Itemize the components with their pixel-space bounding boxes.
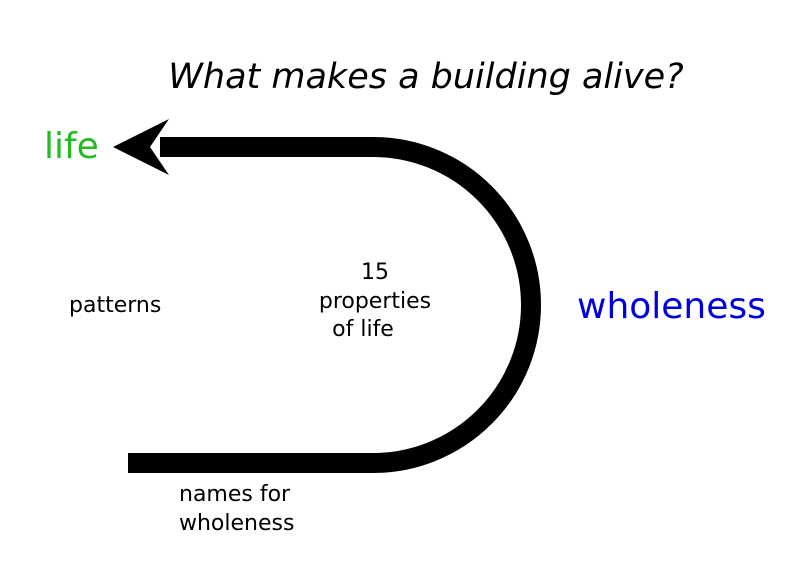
label-names-line-1: names for xyxy=(179,482,291,507)
label-names-for-wholeness: names for wholeness xyxy=(179,481,294,538)
diagram-title: What makes a building alive? xyxy=(168,57,684,97)
label-names-line-2: wholeness xyxy=(179,510,295,536)
label-properties-line-1: 15 xyxy=(361,260,389,285)
label-15-properties: 15 properties of life xyxy=(300,259,450,345)
label-properties-line-2: properties xyxy=(318,288,432,314)
arrow-head-icon xyxy=(113,119,169,175)
u-shaped-arrow-path xyxy=(128,137,541,473)
label-patterns: patterns xyxy=(69,293,162,318)
label-wholeness: wholeness xyxy=(577,286,766,327)
label-life: life xyxy=(44,126,99,167)
label-properties-line-3: of life xyxy=(332,317,394,343)
